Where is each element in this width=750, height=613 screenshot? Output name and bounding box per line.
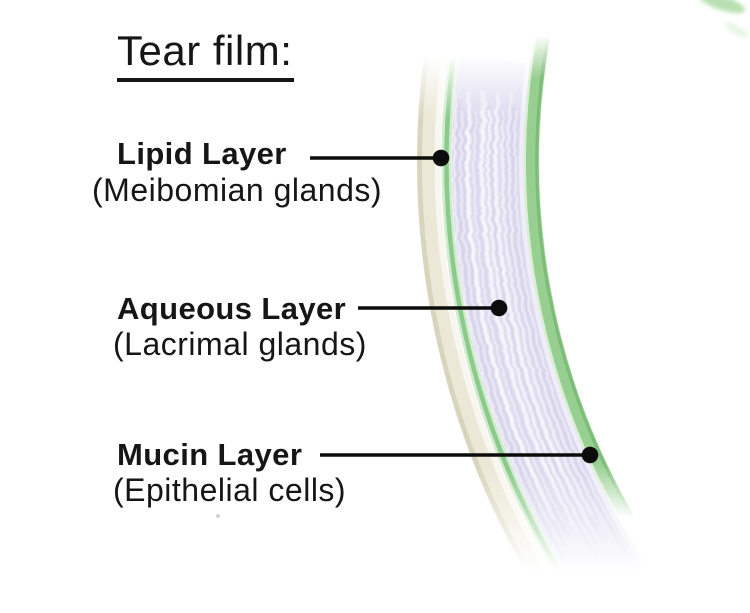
aqueous-white-streak [478, 91, 579, 534]
mucin-green-band-core [526, 37, 634, 525]
aqueous-dark-streak [491, 114, 599, 546]
aqueous-layer-label: Aqueous Layer [117, 291, 347, 326]
aqueous-white-streak [486, 110, 611, 574]
paint-smudge [724, 22, 750, 38]
aqueous-white-streak [465, 91, 557, 521]
aqueous-white-streak [513, 110, 614, 528]
stray-speck [216, 514, 220, 518]
callout-group [310, 149, 599, 464]
aqueous-white-streak [459, 110, 564, 550]
aqueous-dark-streak [463, 110, 567, 548]
lipid-green-line-core [444, 57, 571, 588]
aqueous-dark-streak [470, 121, 568, 535]
aqueous-band-inner-edge [519, 57, 661, 588]
page-title: Tear film: [117, 27, 295, 82]
aqueous-white-streak [506, 91, 624, 557]
paint-smudge [699, 0, 745, 13]
mucin-callout-dot [581, 446, 599, 464]
aqueous-white-streak [452, 91, 574, 579]
outer-beige-band-outer-edge [417, 57, 539, 588]
outer-beige-band-base [418, 56, 558, 592]
aqueous-layer-detail: (Lacrimal glands) [113, 326, 367, 362]
aqueous-dark-streak [505, 136, 600, 520]
mucin-band-group [523, 36, 637, 527]
paint-smudge-group [699, 0, 750, 38]
mucin-layer-label: Mucin Layer [117, 437, 303, 472]
mucin-layer-detail: (Epithelial cells) [113, 472, 347, 508]
aqueous-dark-streak [455, 99, 566, 561]
aqueous-dark-streak [512, 107, 629, 557]
aqueous-white-streak [473, 110, 587, 562]
lipid-layer-detail: (Meibomian glands) [92, 172, 383, 208]
aqueous-wide-streak [465, 132, 556, 511]
aqueous-dark-streak [484, 103, 598, 559]
aqueous-texture-streaks [452, 91, 629, 579]
aqueous-callout-dot [490, 299, 508, 317]
outer-beige-band-inner-highlight [434, 57, 561, 588]
aqueous-dark-streak [478, 132, 570, 522]
lipid-layer-label: Lipid Layer [117, 136, 287, 171]
aqueous-dark-streak [498, 125, 599, 533]
aqueous-white-streak [493, 91, 602, 546]
aqueous-white-streak [501, 110, 593, 516]
mucin-green-band-inner-edge [535, 37, 637, 523]
lipid-callout-dot [432, 149, 450, 167]
